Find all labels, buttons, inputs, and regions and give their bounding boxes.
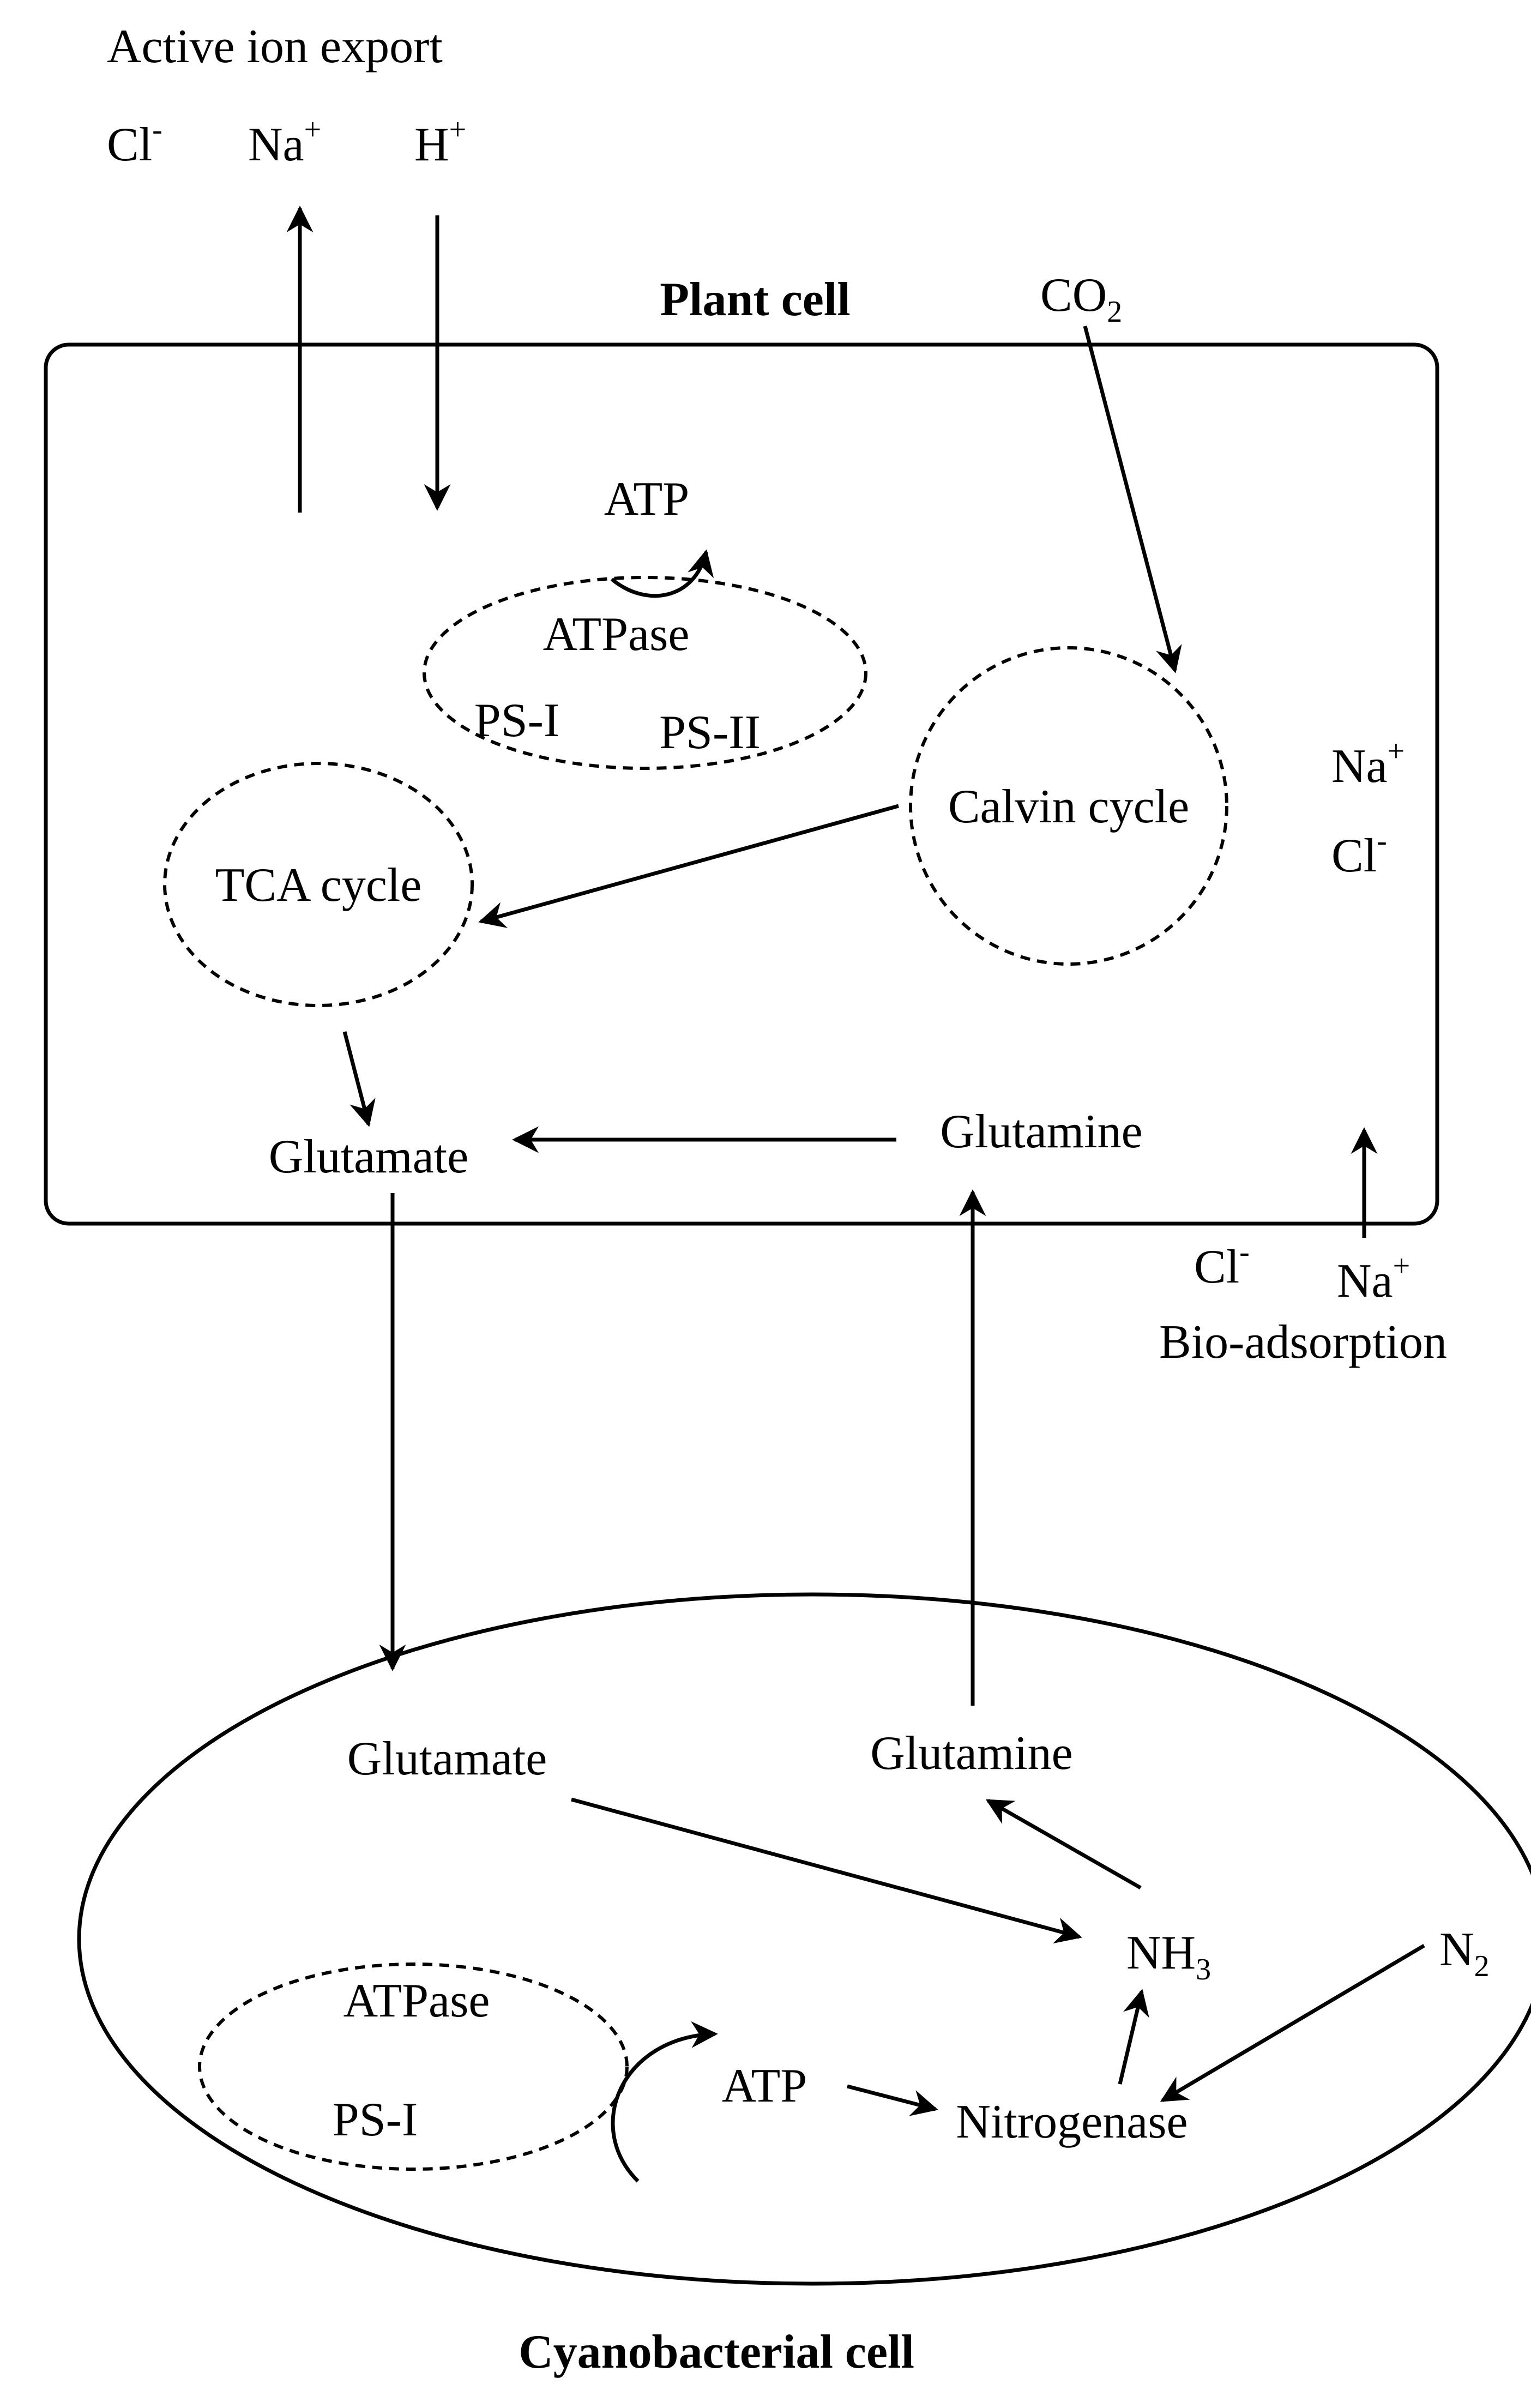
plant-glutamine-label: Glutamine xyxy=(940,1105,1142,1158)
plant-atp-synthesis-arrow xyxy=(610,549,714,598)
tca-cycle-ellipse xyxy=(163,762,474,1007)
n2-label: N2 xyxy=(1439,1923,1490,1983)
calvin-to-tca-arrow xyxy=(478,804,899,928)
cyano-glutamine-label: Glutamine xyxy=(870,1727,1072,1780)
plant-atpase-label: ATPase xyxy=(543,608,690,661)
cyanobacterial-cell-boundary xyxy=(77,1592,1531,2286)
tca-cycle-label: TCA cycle xyxy=(215,859,422,912)
cyano-ps1-label: PS-I xyxy=(333,2093,418,2146)
plant-ps1-label: PS-I xyxy=(474,694,560,747)
plant-thylakoid xyxy=(423,576,867,770)
plant-ps2-label: PS-II xyxy=(659,706,761,759)
plant-glutamate-label: Glutamate xyxy=(269,1130,469,1183)
co2-label: CO2 xyxy=(1040,269,1122,329)
cyano-glutamate-label: Glutamate xyxy=(347,1732,547,1785)
n2-to-nitrogenase-arrow xyxy=(1160,1943,1425,2103)
glutamate-to-nh3-arrow xyxy=(571,1797,1082,1944)
adsorption-cl-ion: Cl- xyxy=(1194,1235,1250,1293)
cyano-atp-synthesis-arrow xyxy=(611,2021,718,2183)
nitrogenase-label: Nitrogenase xyxy=(956,2096,1188,2148)
cyanobacterial-cell-title: Cyanobacterial cell xyxy=(519,2326,914,2379)
export-h-ion: H+ xyxy=(414,113,466,171)
nh3-to-glutamine-arrow xyxy=(985,1798,1142,1890)
plant-cell-title: Plant cell xyxy=(660,273,850,326)
nitrogenase-to-nh3-arrow xyxy=(1118,1989,1149,2085)
atp-to-nitrogenase-arrow xyxy=(847,2084,938,2116)
nh3-label: NH3 xyxy=(1126,1927,1211,1986)
cyano-thylakoid xyxy=(198,1962,629,2171)
adsorption-na-ion: Na+ xyxy=(1337,1249,1410,1308)
calvin-cycle-label: Calvin cycle xyxy=(948,780,1189,833)
bio-adsorption-label: Bio-adsorption xyxy=(1159,1316,1447,1369)
plant-atp-label: ATP xyxy=(604,473,690,526)
cyano-atpase-label: ATPase xyxy=(343,1974,490,2027)
plant-na-ion: Na+ xyxy=(1331,735,1405,793)
calvin-cycle-circle xyxy=(909,646,1228,966)
export-na-ion: Na+ xyxy=(248,113,321,171)
plant-cl-ion: Cl- xyxy=(1331,824,1387,882)
cyano-atp-label: ATP xyxy=(722,2060,807,2112)
tca-to-glutamate-arrow xyxy=(342,1031,376,1127)
export-cl-ion: Cl- xyxy=(107,113,162,171)
co2-to-calvin-arrow xyxy=(1083,326,1182,673)
plant-cell-boundary xyxy=(44,342,1439,1226)
active-ion-export-title: Active ion export xyxy=(107,20,443,73)
